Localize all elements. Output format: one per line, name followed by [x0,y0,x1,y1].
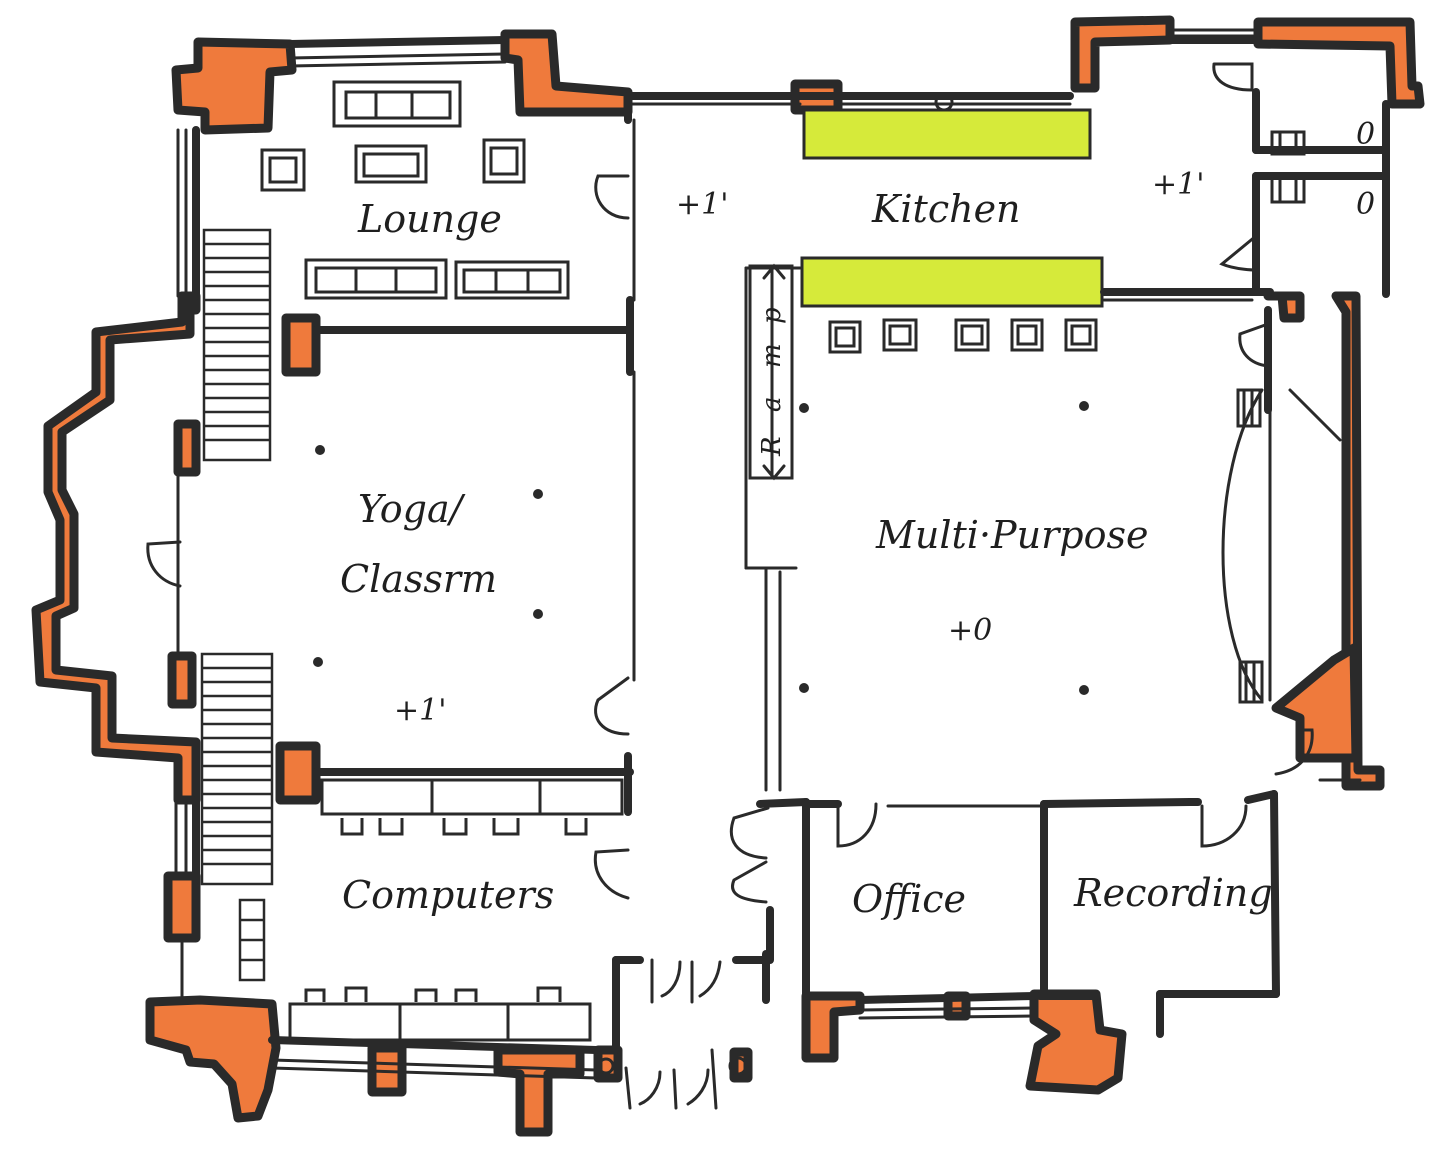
elevation-kitchen: +1' [1152,167,1204,202]
stair-lower [200,652,274,886]
room-label-yoga-line1: Yoga/ [358,487,466,531]
ramp-label: R a m p [757,307,787,457]
elevation-multipurpose: +0 [948,613,992,648]
toilet-upper-fixture: 0 [1356,117,1375,152]
ramp-letter-2: a [757,396,787,412]
ramp-letter-1: R [757,436,787,457]
elevation-corridor: +1' [676,187,728,222]
elevation-yoga: +1' [394,693,446,728]
stair-upper [202,228,272,462]
furniture [260,80,1306,1042]
door-swings [146,62,1314,1110]
room-label-multipurpose: Multi·Purpose [875,513,1148,557]
kitchen-counter-lower [800,256,1104,308]
stairs [200,228,274,982]
thin-lines [174,28,1362,1080]
room-label-recording: Recording [1073,871,1273,915]
room-label-kitchen: Kitchen [871,187,1021,231]
toilet-lower-fixture: 0 [1356,187,1375,222]
room-label-lounge: Lounge [357,197,502,241]
ramp-letter-3: m [757,343,787,368]
room-label-office: Office [852,877,966,921]
kitchen-counter-upper [802,108,1092,160]
room-label-computers: Computers [342,873,554,917]
kitchen-counters [800,108,1104,308]
ramp-letter-4: p [757,307,787,324]
room-label-yoga-line2: Classrm [340,557,497,601]
masonry-walls [31,15,1425,1137]
columns [313,92,1089,1076]
interior-walls [192,36,1390,1054]
